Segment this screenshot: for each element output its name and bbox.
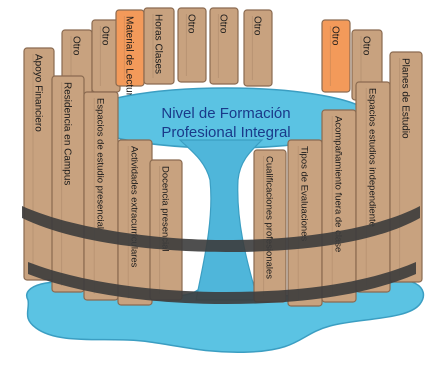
stave-4: Actividades extracurriculares [117,139,153,306]
stave-10: Otro [177,7,207,83]
diagram-title-line2: Profesional Integral [161,124,290,141]
stave-label: Apoyo Financiero [33,54,44,132]
stave-board [177,7,207,83]
stave-label: Material de Lectura [124,16,135,102]
stave-8: Material de Lectura [115,9,145,102]
stave-label: Otro [361,36,372,56]
stave-18: Espacios estudios independiente [355,81,391,293]
stave-12: Otro [243,9,273,87]
stave-label: Otro [71,36,82,56]
stave-label: Tipos de Evaluaciones [299,146,310,241]
stave-17: Acompañamiento fuera de clase [321,109,357,303]
stave-13: Otro [321,19,351,93]
stave-label: Espacios de estudio presencial [95,98,106,229]
stave-label: Actividades extracurriculares [129,146,140,268]
stave-7: Otro [91,19,121,93]
barrel-band-2 [28,262,416,304]
stave-label: Espacios estudios independiente [367,88,378,227]
diagram-title-line1: Nivel de Formación [161,105,290,122]
stave-label: Docencia presencial [160,166,171,252]
stave-board [321,19,351,93]
stave-label: Residencia en Campus [62,82,73,185]
stave-label: Otro [330,26,341,46]
stave-11: Otro [209,7,239,85]
stave-label: Cualificaciones profesionales [264,156,275,279]
stave-board [209,7,239,85]
stave-19: Planes de Estudio [389,51,423,283]
stave-5: Docencia presencial [149,159,183,301]
water-stream [178,139,264,301]
stave-label: Horas Clases [153,14,164,74]
barrel-band-1 [22,206,420,252]
stave-label: Otro [100,26,111,46]
stave-3: Espacios de estudio presencial [83,91,119,301]
stave-board [243,9,273,87]
stave-15: Cualificaciones profesionales [253,149,287,303]
stave-label: Otro [186,14,197,34]
stave-16: Tipos de Evaluaciones [287,139,323,307]
stave-label: Acompañamiento fuera de clase [333,116,344,252]
stave-1: Apoyo Financiero [23,47,55,281]
stave-label: Otro [218,14,229,34]
stave-2: Residencia en Campus [51,75,85,293]
stave-label: Planes de Estudio [400,58,411,139]
stave-board [143,7,175,85]
stave-9: Horas Clases [143,7,175,85]
stave-label: Otro [252,16,263,36]
